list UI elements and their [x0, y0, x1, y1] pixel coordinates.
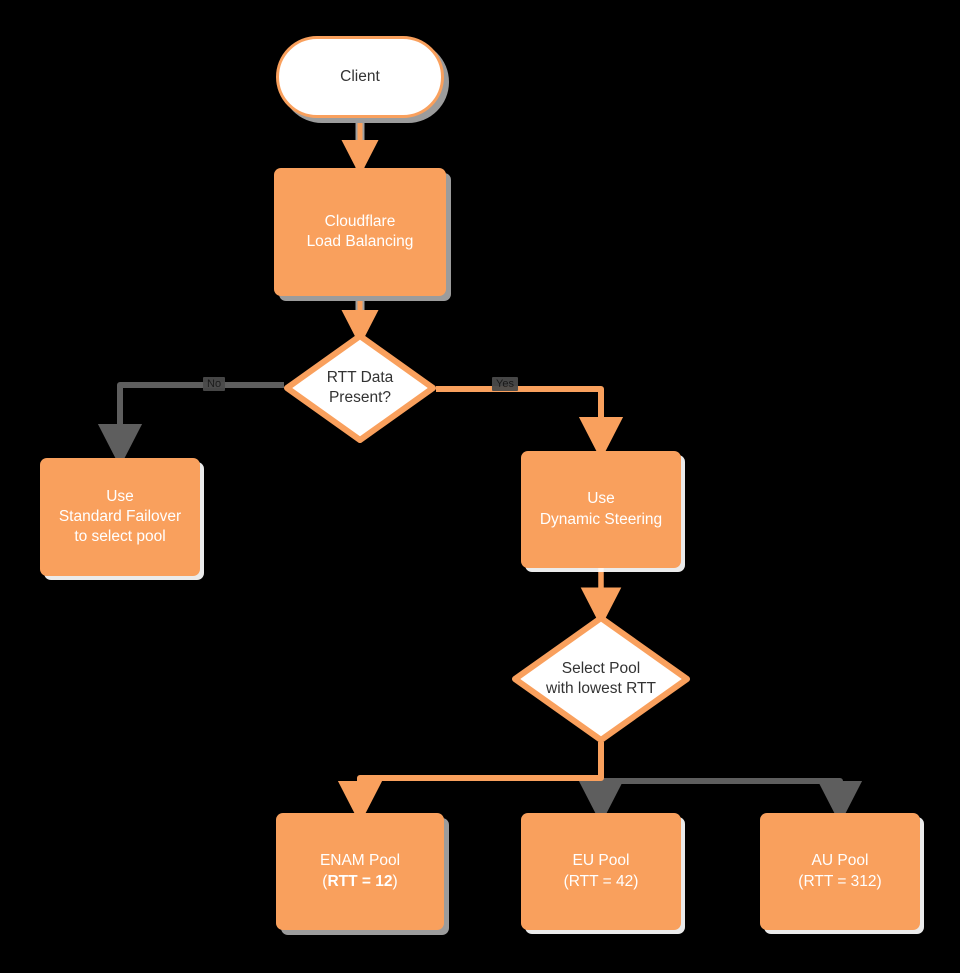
- diamond-shape-icon: [284, 333, 436, 443]
- edge-label-yes: Yes: [492, 377, 518, 392]
- node-enam-pool-label: ENAM Pool (RTT = 12): [314, 849, 406, 893]
- edge-rtt-check-to-dynamic: [436, 386, 624, 461]
- node-line: Select Pool: [561, 659, 641, 677]
- node-use-dynamic-steering[interactable]: Use Dynamic Steering: [521, 451, 681, 568]
- node-use-dynamic-steering-label: Use Dynamic Steering: [534, 487, 668, 531]
- node-select-pool-lowest-rtt-decision[interactable]: Select Pool with lowest RTT: [512, 615, 690, 743]
- node-rtt-data-present-decision[interactable]: RTT Data Present?: [284, 333, 436, 443]
- paren-open: (: [322, 872, 328, 890]
- node-au-pool[interactable]: AU Pool (RTT = 312): [760, 813, 920, 930]
- rtt-value: RTT = 12: [327, 872, 393, 890]
- node-line-rtt: (RTT = 12): [320, 872, 400, 892]
- node-line-rtt: (RTT = 42): [564, 872, 639, 892]
- node-line: Standard Failover: [58, 507, 182, 525]
- paren-close: ): [876, 872, 882, 890]
- node-eu-pool-label: EU Pool (RTT = 42): [558, 849, 645, 893]
- node-line: EU Pool: [572, 852, 630, 870]
- node-eu-pool[interactable]: EU Pool (RTT = 42): [521, 813, 681, 930]
- node-au-pool-label: AU Pool (RTT = 312): [792, 849, 887, 893]
- node-line: to select pool: [74, 528, 166, 546]
- edge-rtt-check-to-failover: [97, 382, 284, 468]
- node-line-rtt: (RTT = 312): [798, 872, 881, 892]
- node-line: Present?: [328, 389, 392, 406]
- edge-select-pool-to-enam: [337, 742, 604, 825]
- rtt-value: RTT = 312: [803, 872, 877, 890]
- rtt-value: RTT = 42: [568, 872, 634, 890]
- node-cloudflare-load-balancing[interactable]: Cloudflare Load Balancing: [274, 168, 446, 296]
- node-use-standard-failover-label: Use Standard Failover to select pool: [53, 485, 187, 549]
- node-line: AU Pool: [811, 852, 869, 870]
- node-rtt-data-present-label: RTT Data Present?: [323, 368, 398, 408]
- node-client[interactable]: Client: [276, 36, 444, 118]
- node-enam-pool[interactable]: ENAM Pool (RTT = 12): [276, 813, 444, 930]
- paren-open: (: [563, 872, 569, 890]
- paren-close: ): [392, 872, 398, 890]
- diamond-shape-icon: [512, 615, 690, 743]
- node-line: Use: [587, 490, 615, 508]
- node-use-standard-failover[interactable]: Use Standard Failover to select pool: [40, 458, 200, 576]
- node-client-label: Client: [340, 67, 380, 85]
- node-line: Use: [106, 487, 134, 505]
- paren-open: (: [798, 872, 804, 890]
- node-line: Load Balancing: [306, 233, 414, 250]
- node-select-pool-lowest-rtt-label: Select Pool with lowest RTT: [542, 659, 660, 699]
- node-line: Dynamic Steering: [539, 510, 663, 528]
- edge-label-no: No: [203, 377, 226, 392]
- node-line: RTT Data: [326, 368, 394, 386]
- node-cloudflare-load-balancing-label: Cloudflare Load Balancing: [301, 210, 420, 254]
- node-line: with lowest RTT: [546, 680, 656, 697]
- node-line: ENAM Pool: [319, 852, 401, 870]
- paren-close: ): [633, 872, 639, 890]
- edge-select-pool-to-au: [601, 778, 863, 825]
- node-line: Cloudflare: [324, 212, 396, 230]
